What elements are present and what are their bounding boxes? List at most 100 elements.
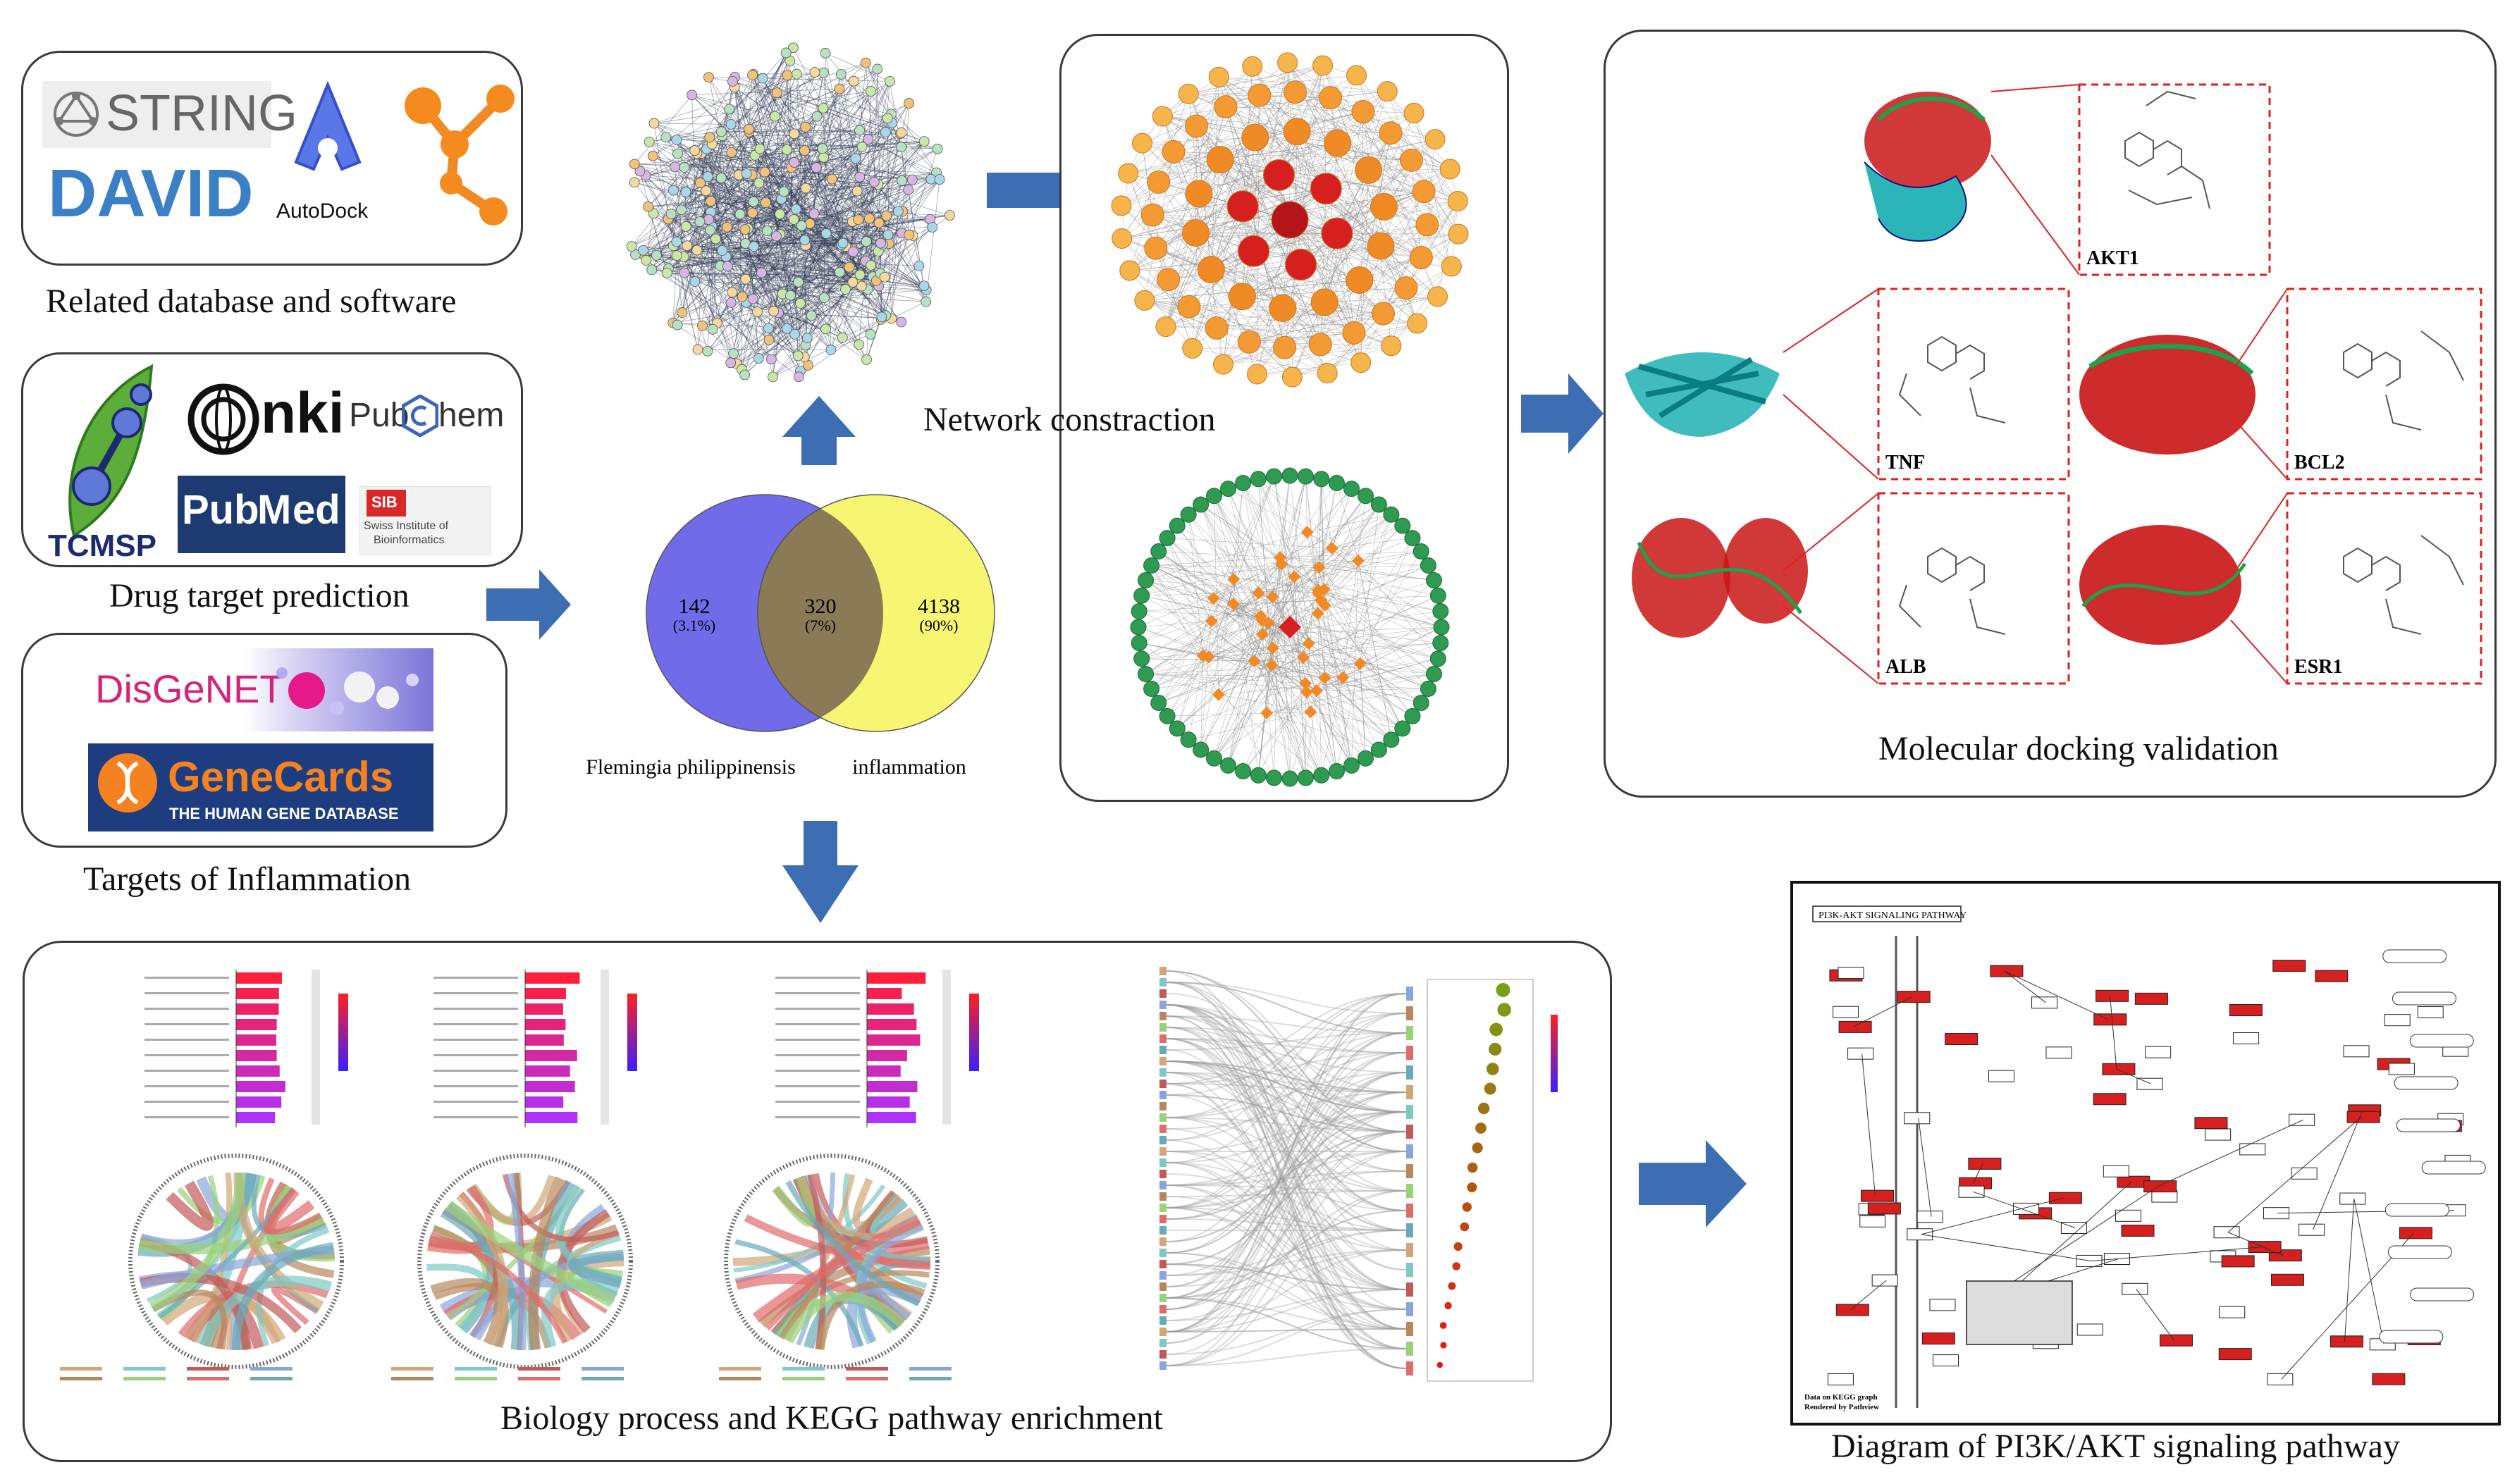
inflammation-caption: Targets of Inflammation: [83, 860, 411, 898]
kegg-gene-box: [1904, 1112, 1931, 1125]
bar-label-line: [433, 1039, 518, 1041]
sankey-link: [1166, 1061, 1407, 1152]
sankey-link: [1166, 1131, 1407, 1265]
bar-mark: [867, 1003, 914, 1015]
sankey-link: [1166, 1151, 1407, 1211]
kegg-edge: [2004, 970, 2109, 1020]
bar-mark: [236, 1112, 276, 1123]
bar-mark: [236, 988, 279, 999]
bar-mark: [525, 1112, 578, 1123]
sankey-link: [1166, 1083, 1407, 1349]
sankey-pathway-node: [1406, 1342, 1413, 1356]
sankey-link: [1166, 1032, 1407, 1118]
kegg-gene-box: [1929, 1299, 1956, 1311]
arrow-down-icon: [782, 821, 859, 923]
kegg-gene-box: [2239, 1143, 2266, 1156]
docking-caption: Molecular docking validation: [1878, 730, 2279, 767]
chord-legend-swatch: [518, 1377, 560, 1380]
sankey-link: [1166, 1263, 1407, 1290]
bar-label-line: [144, 1101, 229, 1103]
kegg-inset-box: [1966, 1280, 2073, 1345]
bar-mark: [525, 1003, 563, 1015]
kegg-gene-box: [2013, 1202, 2040, 1215]
chord-legend-swatch: [455, 1377, 497, 1380]
sankey-link: [1166, 1289, 1407, 1332]
bar-color-legend: [969, 994, 979, 1071]
enrichment-figures: [60, 967, 1558, 1382]
sankey-link: [1166, 993, 1407, 1084]
kegg-gene-highlight: [2160, 1334, 2193, 1347]
network-caption: Network constraction: [923, 401, 1216, 438]
sankey-link: [1166, 1072, 1407, 1310]
chord-legend-swatch: [846, 1367, 888, 1371]
tcmsp-text: TCMSP: [48, 528, 156, 563]
sankey-link: [1166, 1252, 1407, 1310]
sankey-link: [1166, 1092, 1407, 1254]
bar-mark: [525, 1034, 564, 1046]
chord-ribbon: [785, 1180, 920, 1306]
chord-legend-swatch: [391, 1367, 433, 1371]
sankey-link: [1166, 982, 1407, 1310]
kegg-edge: [2090, 1247, 2263, 1261]
sankey-gene-node: [1159, 1012, 1167, 1020]
bar-strip: [312, 970, 320, 1125]
sankey-link: [1166, 1038, 1407, 1073]
sankey-link: [1166, 1072, 1407, 1192]
sankey-link: [1166, 1013, 1407, 1242]
sankey-link: [1166, 1117, 1407, 1132]
bubble-point: [1439, 1322, 1447, 1329]
kegg-gene-box: [2267, 1373, 2294, 1385]
sankey-link: [1166, 1027, 1407, 1349]
kegg-gene-highlight: [1867, 1202, 1901, 1215]
sankey-link: [1166, 1190, 1407, 1321]
sankey-link: [1166, 1230, 1407, 1287]
esr1-box: [2286, 492, 2482, 685]
chord-legend-swatch: [782, 1367, 825, 1371]
bar-mark: [525, 972, 580, 984]
sankey-link: [1166, 1092, 1407, 1254]
venn-right-count: 4138: [918, 595, 960, 618]
kegg-edge: [2313, 1110, 2363, 1230]
kegg-gene-highlight: [2096, 989, 2129, 1002]
bubble-point: [1472, 1142, 1483, 1154]
kegg-edge: [2158, 1119, 2303, 1187]
sankey-link: [1166, 1004, 1407, 1132]
kegg-gene-highlight: [2093, 1093, 2127, 1106]
chord-legend-swatch: [909, 1367, 952, 1371]
chord-legend-swatch: [846, 1377, 888, 1380]
sankey-link: [1166, 1263, 1407, 1330]
kegg-gene-box: [2417, 1006, 2444, 1019]
bubble-point: [1489, 1042, 1502, 1056]
autodock-icon: [294, 80, 362, 171]
bar-label-line: [433, 1085, 518, 1087]
sankey-gene-node: [1159, 1158, 1167, 1167]
sib-text-c: Bioinformatics: [374, 534, 445, 546]
sankey-gene-node: [1159, 1249, 1167, 1257]
sankey-link: [1166, 1230, 1407, 1276]
bar-label-line: [775, 1023, 860, 1025]
pubchem-c-icon: [402, 395, 438, 437]
sankey-link: [1166, 993, 1407, 1141]
disgenet-text: DisGeNET: [95, 667, 284, 711]
bubble-point: [1460, 1222, 1470, 1232]
sankey-link: [1166, 1015, 1407, 1113]
sankey-pathway-node: [1406, 1105, 1413, 1119]
sankey-link: [1166, 1027, 1407, 1290]
kegg-gene-highlight: [2270, 1273, 2304, 1286]
sankey-pathway-node: [1406, 1361, 1413, 1375]
sankey-link: [1166, 1015, 1407, 1034]
network-compound-target-graph: [1130, 467, 1450, 787]
bar-mark: [525, 1019, 566, 1030]
kegg-gene-highlight: [2330, 1335, 2363, 1348]
sankey-link: [1166, 970, 1407, 1113]
tnf-label: TNF: [1885, 452, 1925, 474]
sankey-pathway-node: [1406, 1125, 1413, 1139]
kegg-outcome-box: [2387, 1245, 2452, 1259]
bar-mark: [236, 972, 282, 984]
sankey-link: [1166, 1004, 1407, 1290]
kegg-outcome-box: [2394, 1076, 2458, 1090]
kegg-gene-highlight: [2194, 1117, 2228, 1130]
sankey-link: [1166, 1131, 1407, 1265]
chord-legend-swatch: [581, 1377, 624, 1380]
alb-box: [1877, 492, 2070, 685]
